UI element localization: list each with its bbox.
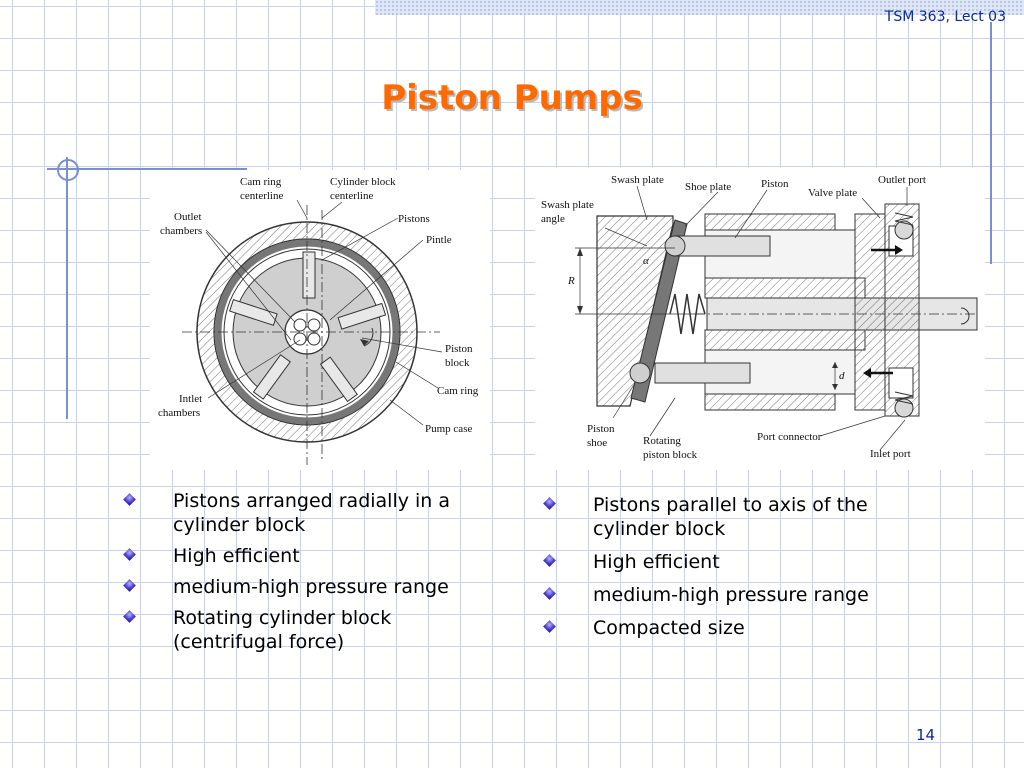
inlet-port-label: Inlet port [870, 448, 911, 460]
list-item: High efficient [120, 544, 490, 568]
diamond-bullet-icon [543, 554, 556, 567]
d-dimension-label: d [839, 370, 845, 382]
swash-plate-label: Swash plate [611, 174, 664, 186]
course-label: TSM 363, Lect 03 [884, 9, 1006, 25]
pintle-label: Pintle [426, 234, 452, 246]
diamond-bullet-icon [123, 493, 136, 506]
header-band [375, 0, 1024, 15]
list-item: Compacted size [540, 616, 940, 640]
page-number: 14 [916, 726, 936, 744]
piston-label: Piston [761, 178, 789, 190]
axial-piston-pump-diagram: Swash plate Swash plate angle Shoe plate… [535, 168, 985, 470]
intlet-chambers-label: Intlet chambers [158, 393, 205, 419]
pump-case-label: Pump case [425, 423, 472, 435]
decorative-vertical-line-left [66, 157, 68, 419]
piston-upper [674, 235, 771, 257]
outlet-port-label: Outlet port [878, 174, 926, 186]
decorative-circle-icon [57, 159, 79, 181]
piston-shoe-label: Piston shoe [587, 423, 617, 449]
port-connector-label: Port connector [757, 431, 822, 443]
cam-ring-label: Cam ring [437, 385, 479, 397]
shoe-plate-label: Shoe plate [685, 181, 731, 193]
decorative-vertical-line [990, 22, 992, 264]
pistons-label: Pistons [398, 213, 430, 225]
list-item: medium-high pressure range [540, 583, 940, 607]
valve-plate [854, 213, 886, 411]
swash-plate-angle-label: Swash plate angle [541, 199, 597, 225]
diamond-bullet-icon [543, 620, 556, 633]
cylinder-block-centerline-label: Cylinder block centerline [330, 176, 398, 202]
list-item: Pistons arranged radially in a cylinder … [120, 489, 490, 537]
outlet-chambers-label: Outlet chambers [160, 211, 204, 237]
decorative-horizontal-line [47, 168, 247, 170]
list-item: High efficient [540, 550, 940, 574]
radial-piston-pump-diagram: Cam ring centerline Cylinder block cente… [150, 170, 490, 470]
list-item: Rotating cylinder block (centrifugal for… [120, 606, 490, 654]
diamond-bullet-icon [123, 610, 136, 623]
axial-pump-bullet-list: Pistons parallel to axis of the cylinder… [540, 493, 940, 649]
diamond-bullet-icon [543, 587, 556, 600]
shoe-plate [630, 219, 688, 403]
r-dimension-label: R [567, 275, 575, 287]
diamond-bullet-icon [123, 579, 136, 592]
piston-block-label: Piston block [445, 343, 475, 369]
radial-pistons [229, 251, 387, 403]
radial-pump-bullet-list: Pistons arranged radially in a cylinder … [120, 489, 490, 661]
list-item: medium-high pressure range [120, 575, 490, 599]
spring [669, 293, 706, 335]
diamond-bullet-icon [123, 548, 136, 561]
page-title: Piston Pumps [381, 78, 643, 118]
valve-plate-label: Valve plate [808, 187, 857, 199]
piston-lower [654, 362, 751, 384]
cam-ring-centerline-label: Cam ring centerline [240, 176, 284, 202]
alpha-label: α [643, 255, 649, 267]
list-item: Pistons parallel to axis of the cylinder… [540, 493, 940, 541]
diamond-bullet-icon [543, 497, 556, 510]
outlet-check-ball [894, 220, 914, 240]
rotating-piston-block-label: Rotating piston block [643, 435, 698, 461]
